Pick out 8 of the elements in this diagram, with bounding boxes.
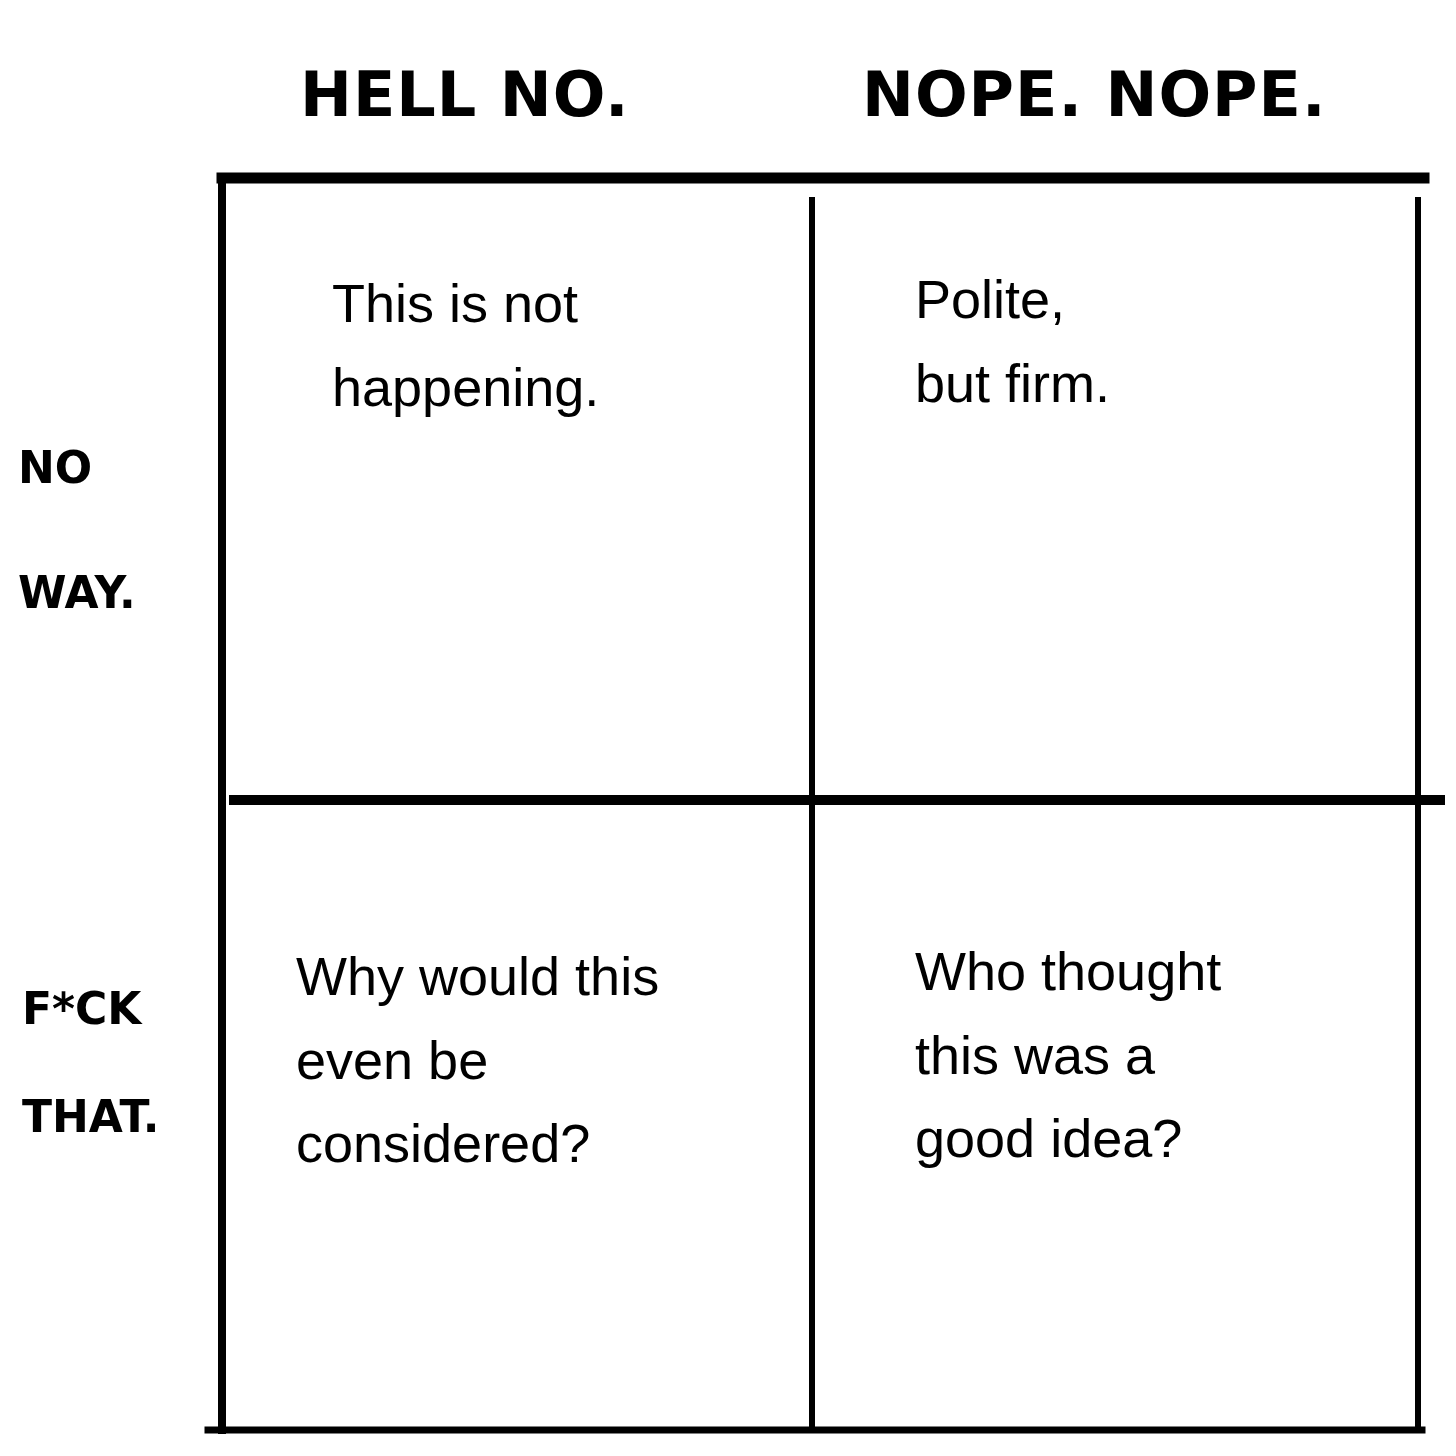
cell-text: Why would this even be considered? — [296, 945, 661, 1176]
cell-text: This is not happening. — [332, 272, 601, 419]
cell-text: Who thought this was a good idea? — [915, 940, 1223, 1171]
row-header: F*CK THAT. — [22, 982, 161, 1144]
cell-text: Polite, but firm. — [915, 268, 1112, 415]
row-header: NO WAY. — [18, 441, 137, 620]
column-header: HELL NO. — [300, 58, 630, 131]
column-header: NOPE. NOPE. — [862, 58, 1327, 131]
